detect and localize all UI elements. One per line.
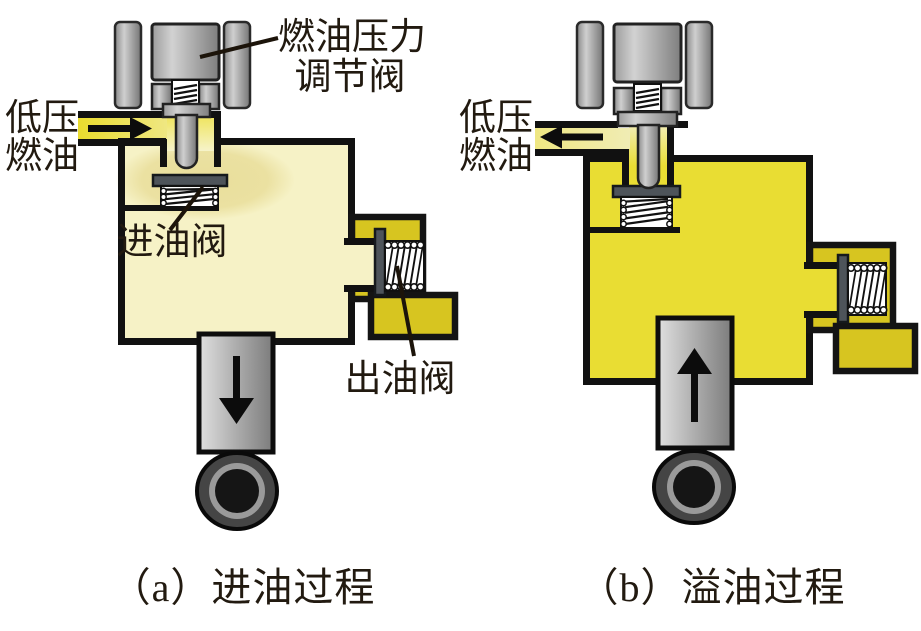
outlet-valve-b — [804, 241, 919, 375]
inlet-label-b-line2: 燃油 — [459, 135, 533, 177]
regulator-spring-a — [171, 79, 200, 108]
panel-b — [535, 20, 919, 525]
pressure-regulator-b — [575, 20, 714, 190]
inlet-label-b-line1: 低压 — [459, 98, 533, 139]
regulator-stem-b — [636, 123, 661, 190]
outlet-port-a — [346, 245, 378, 285]
regulator-label-line1: 燃油压力 — [278, 16, 426, 58]
plunger-b — [655, 315, 735, 451]
cam-roller-b — [652, 449, 736, 525]
intake-seat-b — [590, 227, 680, 233]
intake-valve-b — [611, 184, 682, 229]
regulator-pillar-left-b — [575, 20, 605, 110]
outlet-port-b — [806, 269, 840, 311]
inlet-label-a-line2: 燃油 — [5, 135, 79, 177]
regulator-pillar-left-a — [113, 20, 143, 110]
leader-lines-a — [168, 36, 416, 357]
chamber-b-border — [583, 155, 813, 385]
regulator-pillar-right-b — [684, 20, 714, 110]
inlet-flow-arrow-a — [88, 117, 152, 140]
inlet-a-borders — [78, 111, 221, 167]
outlet-valve-label: 出油阀 — [345, 359, 456, 400]
outlet-spring-b — [846, 262, 888, 316]
plunger-a — [196, 331, 276, 455]
regulator-label-line2: 调节阀 — [295, 57, 406, 98]
regulator-piston-b — [612, 22, 683, 84]
plunger-arrow-b — [677, 348, 712, 374]
intake-spring-b — [620, 196, 673, 229]
cam-roller-a — [195, 451, 279, 531]
inlet-b-borders — [535, 121, 688, 188]
text-layer: 燃油压力 调节阀 低压 燃油 低压 燃油 进油阀 出油阀 （a）进油过程 （b）… — [5, 16, 846, 610]
inlet-flow-arrow-b — [540, 125, 603, 149]
panel-a — [78, 20, 459, 531]
regulator-spring-b — [633, 83, 662, 112]
caption-b: （b）溢油过程 — [579, 565, 846, 610]
outlet-spring-a — [383, 240, 425, 292]
regulator-pillar-right-a — [222, 20, 252, 110]
intake-disc-a — [151, 173, 229, 188]
intake-valve-label: 进油阀 — [117, 222, 228, 263]
inlet-label-a-line1: 低压 — [5, 98, 79, 139]
outlet-disc-a — [373, 227, 387, 297]
caption-a: （a）进油过程 — [111, 565, 376, 610]
regulator-stem-a — [174, 113, 199, 170]
outlet-disc-b — [836, 253, 850, 324]
pressure-regulator-a — [113, 20, 252, 170]
plunger-arrow-a — [233, 356, 240, 400]
outlet-valve-a — [344, 213, 459, 341]
regulator-piston-a — [150, 22, 221, 82]
